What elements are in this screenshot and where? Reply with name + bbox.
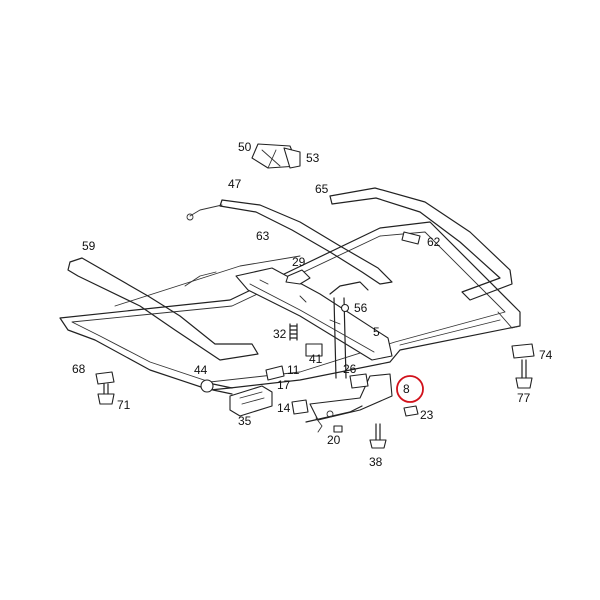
label-20: 20: [327, 433, 341, 447]
label-53: 53: [306, 151, 320, 165]
label-38: 38: [369, 455, 383, 469]
screw-38: [369, 423, 387, 449]
label-74: 74: [539, 348, 553, 362]
label-44: 44: [194, 363, 208, 377]
label-59: 59: [82, 239, 96, 253]
label-11: 11: [287, 363, 300, 377]
roof-frame-panel: [59, 221, 521, 391]
push-rod: [329, 281, 369, 379]
clip-29: [285, 269, 311, 285]
label-65: 65: [315, 182, 329, 196]
clip-62: [401, 231, 421, 245]
rail-47: [186, 199, 393, 285]
label-68: 68: [72, 362, 86, 376]
label-29: 29: [292, 255, 306, 269]
label-35: 35: [238, 414, 252, 428]
seal-59: [67, 257, 259, 361]
block-23: [403, 405, 419, 417]
seal-65: [329, 187, 513, 301]
rear-rail-5: [235, 267, 393, 361]
label-71: 71: [117, 398, 131, 412]
highlight-circle-8: [396, 375, 424, 403]
clip-11: [265, 365, 285, 381]
part-labels: 50 53 47 65 63 62 59 29 56 5 32 41 74 44…: [72, 140, 553, 469]
label-77: 77: [517, 391, 531, 405]
label-5: 5: [373, 325, 380, 339]
block-14: [291, 399, 309, 415]
label-50: 50: [238, 140, 252, 154]
label-32: 32: [273, 327, 287, 341]
drive-mechanism: [305, 373, 393, 433]
label-63: 63: [256, 229, 270, 243]
label-23: 23: [420, 408, 434, 422]
clip-41: [305, 343, 323, 357]
label-41: 41: [309, 352, 323, 366]
label-47: 47: [228, 177, 242, 191]
label-14: 14: [277, 401, 291, 415]
label-56: 56: [354, 301, 368, 315]
bolt-44: [200, 379, 233, 395]
bracket-35: [229, 385, 273, 417]
bracket-50-53: [251, 143, 301, 169]
label-17: 17: [277, 378, 291, 392]
nut-68-screw-71: [95, 371, 115, 405]
label-26: 26: [343, 362, 357, 376]
nut-74-screw-77: [511, 343, 535, 389]
spring-32: [289, 323, 298, 341]
label-62: 62: [427, 235, 441, 249]
label-8: 8: [403, 382, 410, 396]
